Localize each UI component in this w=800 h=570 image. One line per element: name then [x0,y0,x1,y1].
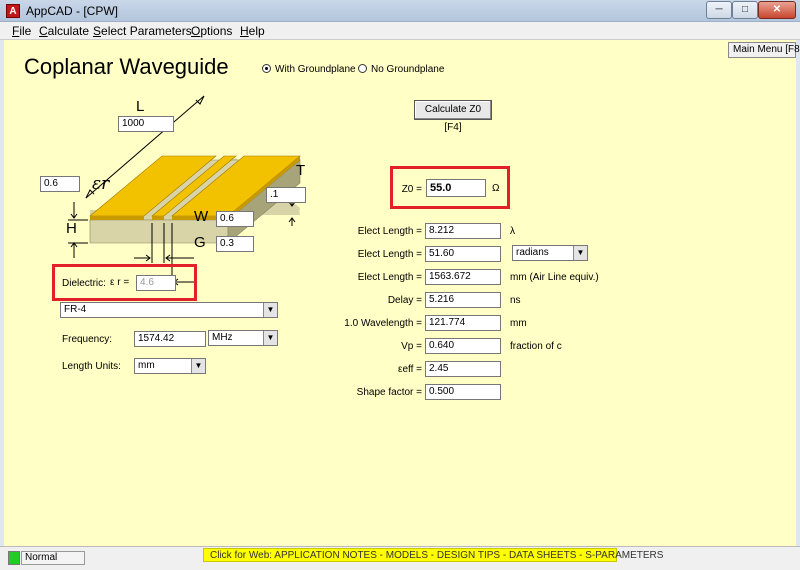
web-links-banner[interactable]: Click for Web: APPLICATION NOTES - MODEL… [203,548,663,562]
result-label: 1.0 Wavelength = [344,318,422,329]
radio-with-groundplane[interactable]: With Groundplane [262,64,356,75]
result-label: εeff = [397,364,422,375]
menu-options[interactable]: Options [191,24,233,38]
calculate-z0-button[interactable]: Calculate Z0 [F4] [414,100,492,133]
delay-field[interactable]: 5.216 [425,292,501,308]
er-field[interactable]: 4.6 [136,275,176,291]
dielectric-highlight-box [52,264,197,301]
appcad-logo-icon: A [6,4,20,18]
length-units-label: Length Units: [62,361,121,372]
result-unit: λ [510,226,515,237]
elect-length-lambda-field[interactable]: 8.212 [425,223,501,239]
minimize-icon: ─ [715,4,723,15]
menu-help[interactable]: Help [240,24,265,38]
right-ground-edge [172,216,228,220]
menu-select-parameters[interactable]: Select Parameters [93,24,192,38]
frequency-label: Frequency: [62,334,113,345]
gap-field[interactable]: 0.3 [216,236,254,252]
result-label: Elect Length = [357,272,422,283]
wavelength-field[interactable]: 121.774 [425,315,501,331]
result-label: Elect Length = [357,249,422,260]
vp-field[interactable]: 0.640 [425,338,501,354]
chevron-down-icon: ▼ [573,246,587,260]
frequency-field[interactable]: 1574.42 [134,331,206,347]
length-dimension-arrow [85,95,205,199]
label-W: W [194,208,209,225]
maximize-button[interactable]: □ [732,1,758,19]
result-unit: fraction of c [510,341,562,352]
radio-empty-icon [358,64,367,73]
height-field[interactable]: 0.6 [40,176,80,192]
right-ground-side [228,156,300,220]
elect-length-unit-select[interactable]: radians ▼ [512,245,588,261]
eeff-field[interactable]: 2.45 [425,361,501,377]
result-label: Elect Length = [357,226,422,237]
shape-factor-field[interactable]: 0.500 [425,384,501,400]
center-strip-edge [152,216,164,220]
main-menu-button[interactable]: Main Menu [F8 [728,42,800,58]
menu-calculate[interactable]: Calculate [39,24,90,38]
width-field[interactable]: 0.6 [216,211,254,227]
z0-highlight-box [390,166,510,209]
menu-bar: File Calculate Select Parameters Options… [0,22,800,40]
result-unit: mm [510,318,527,329]
status-bar: Normal Click for Web: APPLICATION NOTES … [0,546,800,570]
label-H: H [66,220,77,237]
close-icon: ✕ [772,4,782,15]
result-label: Vp = [401,341,422,352]
elect-length-radians-field[interactable]: 51.60 [425,246,501,262]
chevron-down-icon: ▼ [191,359,205,373]
result-unit: mm (Air Line equiv.) [510,272,599,283]
minimize-button[interactable]: ─ [706,1,732,19]
chevron-down-icon: ▼ [263,303,277,317]
status-indicator-icon [8,551,20,565]
z0-field[interactable]: 55.0 [426,179,486,197]
length-units-select[interactable]: mm ▼ [134,358,206,374]
elect-length-mm-field[interactable]: 1563.672 [425,269,501,285]
menu-file[interactable]: File [12,24,32,38]
status-text: Normal [21,551,85,565]
thickness-field[interactable]: .1 [266,187,306,203]
cpw-diagram [68,95,301,287]
result-label: Shape factor = [356,387,422,398]
calculator-panel: Main Menu [F8 Coplanar Waveguide With Gr… [4,40,800,546]
radio-no-groundplane[interactable]: No Groundplane [358,64,444,75]
dielectric-label: Dielectric: [62,278,106,289]
z0-unit: Ω [492,183,500,194]
page-title: Coplanar Waveguide [24,54,229,79]
er-label: ε r = [110,277,130,288]
z0-label: Z0 = [401,184,422,195]
maximize-icon: □ [741,4,749,15]
label-er: εr [92,174,110,194]
dielectric-material-select[interactable]: FR-4 ▼ [60,302,278,318]
result-label: Delay = [387,295,422,306]
result-unit: ns [510,295,521,306]
frequency-unit-select[interactable]: MHz ▼ [208,330,278,346]
width-dimension-arrow [134,223,194,263]
radio-selected-icon [262,64,271,73]
label-T: T [296,162,306,179]
label-G: G [194,234,206,251]
close-button[interactable]: ✕ [758,1,796,19]
window-title: AppCAD - [CPW] [26,4,119,18]
left-ground-edge [90,216,144,220]
label-L: L [136,98,145,115]
title-bar: A AppCAD - [CPW] ─ □ ✕ [0,0,800,22]
chevron-down-icon: ▼ [263,331,277,345]
height-dimension-arrow [68,202,88,258]
length-field[interactable]: 1000 [118,116,174,132]
